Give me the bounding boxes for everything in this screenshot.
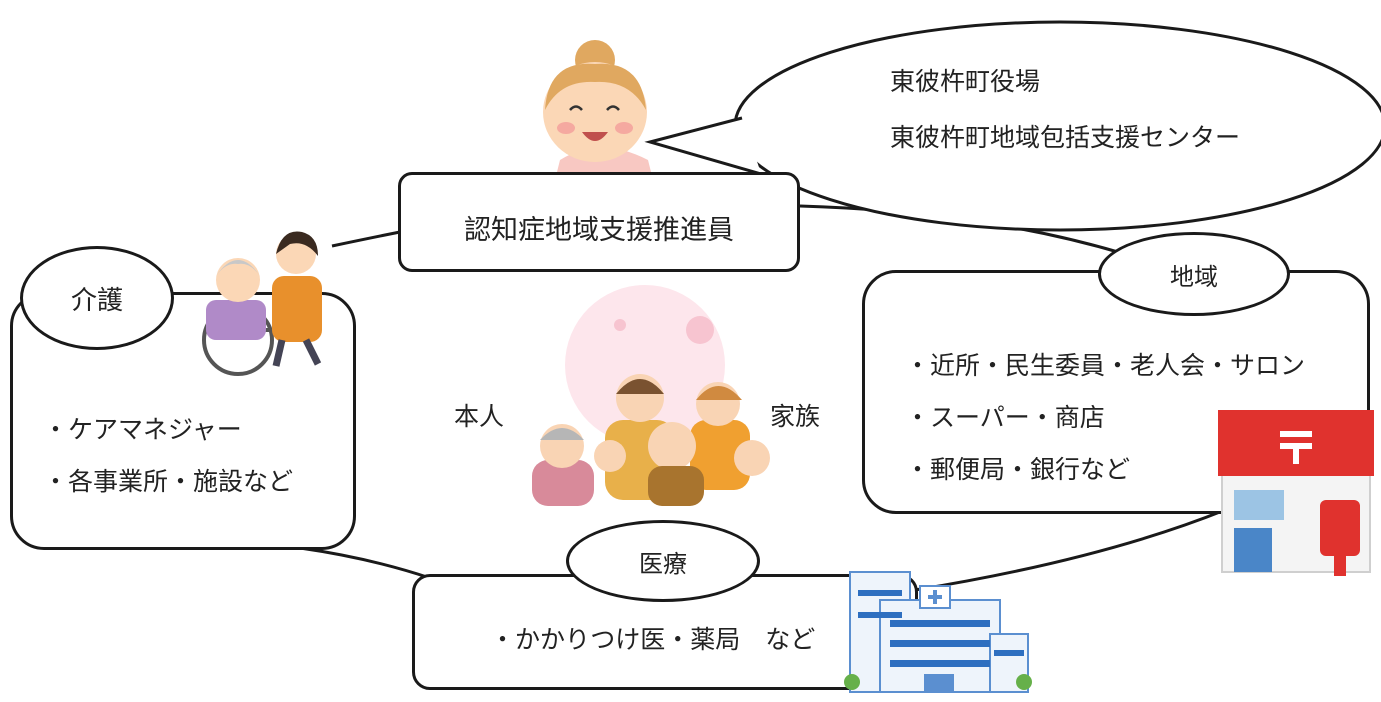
care-label-oval: 介護 [20,246,174,350]
self-label: 本人 [454,402,505,431]
medical-label-oval: 医療 [566,520,760,602]
medical-item: ・かかりつけ医・薬局 など [490,625,816,654]
care-item: ・各事業所・施設など [43,467,294,496]
community-item: ・近所・民生委員・老人会・サロン [905,351,1306,380]
community-label-oval: 地域 [1098,232,1290,316]
promoter-label: 認知症地域支援推進員 [464,215,734,246]
community-item: ・郵便局・銀行など [905,455,1131,484]
promoter-box: 認知症地域支援推進員 [398,172,800,272]
family-label: 家族 [770,402,821,431]
care-label: 介護 [70,285,123,316]
community-item: ・スーパー・商店 [905,403,1105,432]
callout-line-1: 東彼杵町役場 [890,67,1041,96]
line-promoter-to-care [331,230,401,248]
line-care-to-medical [299,546,431,580]
community-label: 地域 [1170,262,1218,291]
care-item: ・ケアマネジャー [43,415,242,444]
callout-line-2: 東彼杵町地域包括支援センター [890,123,1241,152]
line-medical-to-community [914,508,1226,592]
medical-label: 医療 [639,549,687,578]
